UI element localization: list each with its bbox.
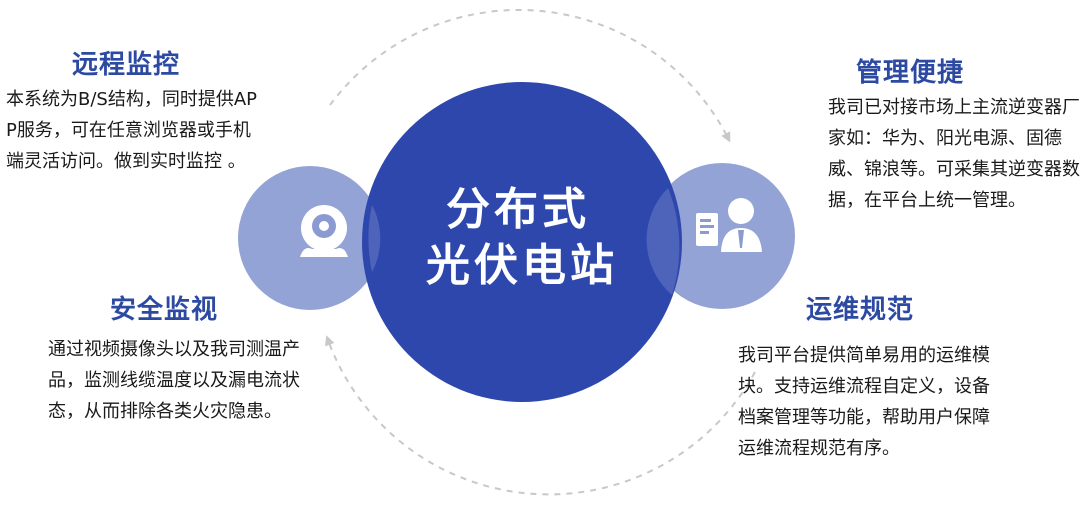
- management-desc: 我司已对接市场上主流逆变器厂家如：华为、阳光电源、固德威、锦浪等。可采集其逆变器…: [828, 97, 1080, 211]
- center-circle: [362, 82, 682, 402]
- maintenance-desc: 我司平台提供简单易用的运维模块。支持运维流程自定义，设备档案管理等功能，帮助用户…: [738, 345, 990, 459]
- remote-monitoring-desc: 本系统为B/S结构，同时提供APP服务，可在任意浏览器或手机端灵活访问。做到实时…: [6, 89, 258, 172]
- center-title-line2: 光伏电站: [426, 240, 618, 291]
- left-overlap: [368, 205, 381, 272]
- right-overlap: [646, 188, 680, 295]
- bottom-cycle-arrow: [325, 335, 756, 496]
- remote-monitoring-title: 远程监控: [72, 50, 181, 80]
- maintenance-title: 运维规范: [806, 295, 915, 325]
- right-feature-circle: [649, 163, 795, 309]
- management-title: 管理便捷: [856, 58, 965, 88]
- safety-monitoring-title: 安全监视: [110, 295, 219, 325]
- safety-monitoring-desc: 通过视频摄像头以及我司测温产品，监测线缆温度以及漏电流状态，从而排除各类火灾隐患…: [48, 339, 300, 422]
- user-document-icon: [696, 198, 762, 252]
- webcam-icon: [300, 205, 348, 257]
- center-title-line1: 分布式: [446, 184, 590, 235]
